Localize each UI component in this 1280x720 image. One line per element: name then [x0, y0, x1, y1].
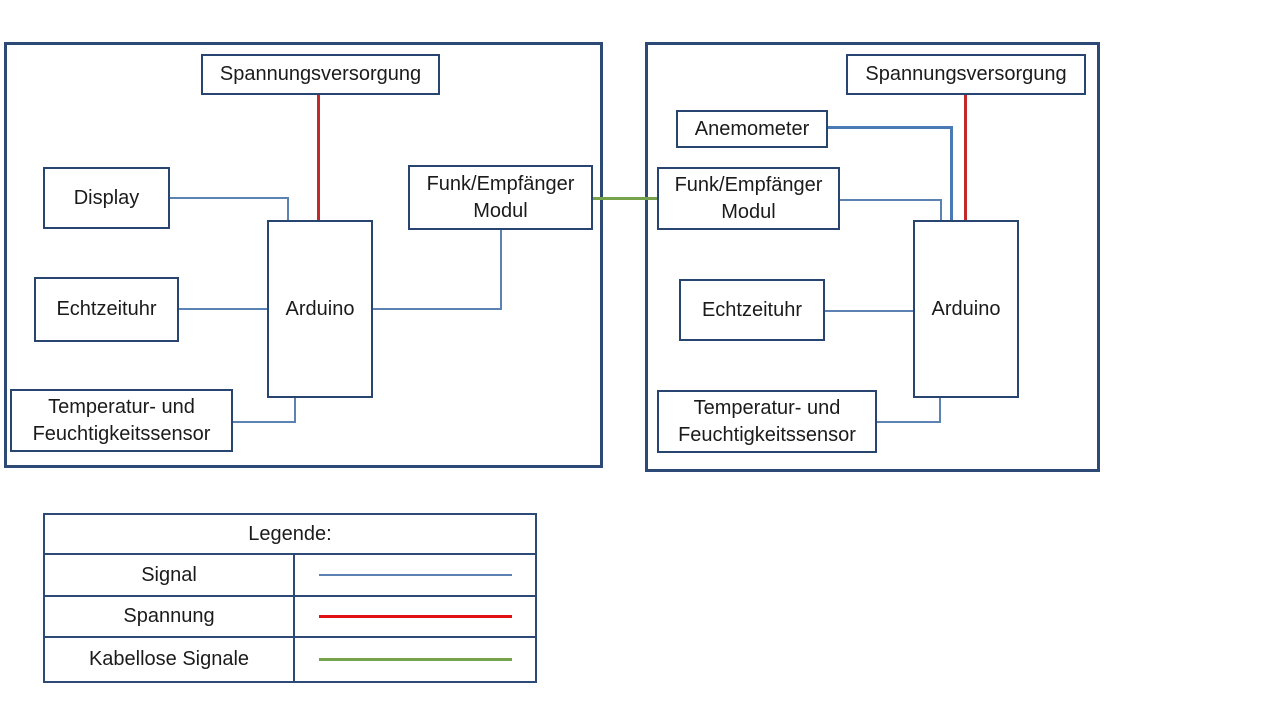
line-temp-arduino-left-h	[233, 421, 295, 423]
legend-sample-spannung	[295, 597, 535, 636]
line-funk-arduino-right-v	[940, 199, 942, 222]
box-spannungsversorgung-right: Spannungsversorgung	[846, 54, 1086, 95]
line-arduino-funk-h	[373, 308, 501, 310]
wireless-line-swatch	[318, 658, 512, 661]
line-wireless-funk-funk	[593, 197, 658, 200]
legend-sample-signal	[295, 555, 535, 595]
legend-row-kabellose-signale: Kabellose Signale	[45, 638, 535, 681]
legend-row-spannung: Spannung	[45, 597, 535, 638]
line-funk-arduino-right-h	[840, 199, 942, 201]
line-temp-arduino-right-h	[877, 421, 941, 423]
box-temperatur-sensor-right: Temperatur- und Feuchtigkeitssensor	[657, 390, 877, 453]
legend-label-signal: Signal	[45, 555, 295, 595]
line-display-arduino-h	[170, 197, 289, 199]
legend-table: Legende: Signal Spannung Kabellose Signa…	[43, 513, 537, 683]
box-temperatur-sensor-left: Temperatur- und Feuchtigkeitssensor	[10, 389, 233, 452]
line-arduino-funk-v	[500, 230, 502, 310]
line-anemometer-arduino-v	[950, 126, 953, 222]
line-echtzeituhr-arduino-right	[825, 310, 913, 312]
box-anemometer: Anemometer	[676, 110, 828, 148]
box-arduino-right: Arduino	[913, 220, 1019, 398]
box-arduino-left: Arduino	[267, 220, 373, 398]
box-echtzeituhr-right: Echtzeituhr	[679, 279, 825, 341]
legend-sample-kabellose-signale	[295, 638, 535, 681]
line-anemometer-arduino-h	[828, 126, 953, 129]
legend-row-signal: Signal	[45, 555, 535, 597]
line-display-arduino-v	[287, 197, 289, 221]
box-echtzeituhr-left: Echtzeituhr	[34, 277, 179, 342]
box-display: Display	[43, 167, 170, 229]
legend-label-kabellose-signale: Kabellose Signale	[45, 638, 295, 681]
legend-label-spannung: Spannung	[45, 597, 295, 636]
line-voltage-right	[964, 95, 967, 222]
voltage-line-swatch	[318, 615, 512, 618]
legend-title: Legende:	[45, 515, 535, 555]
box-funk-modul-right: Funk/Empfänger Modul	[657, 167, 840, 230]
line-voltage-left	[317, 95, 320, 222]
line-temp-arduino-right-v	[939, 397, 941, 423]
box-funk-modul-left: Funk/Empfänger Modul	[408, 165, 593, 230]
box-spannungsversorgung-left: Spannungsversorgung	[201, 54, 440, 95]
line-echtzeituhr-arduino-left	[179, 308, 267, 310]
signal-line-swatch	[318, 574, 512, 576]
line-temp-arduino-left-v	[294, 397, 296, 423]
